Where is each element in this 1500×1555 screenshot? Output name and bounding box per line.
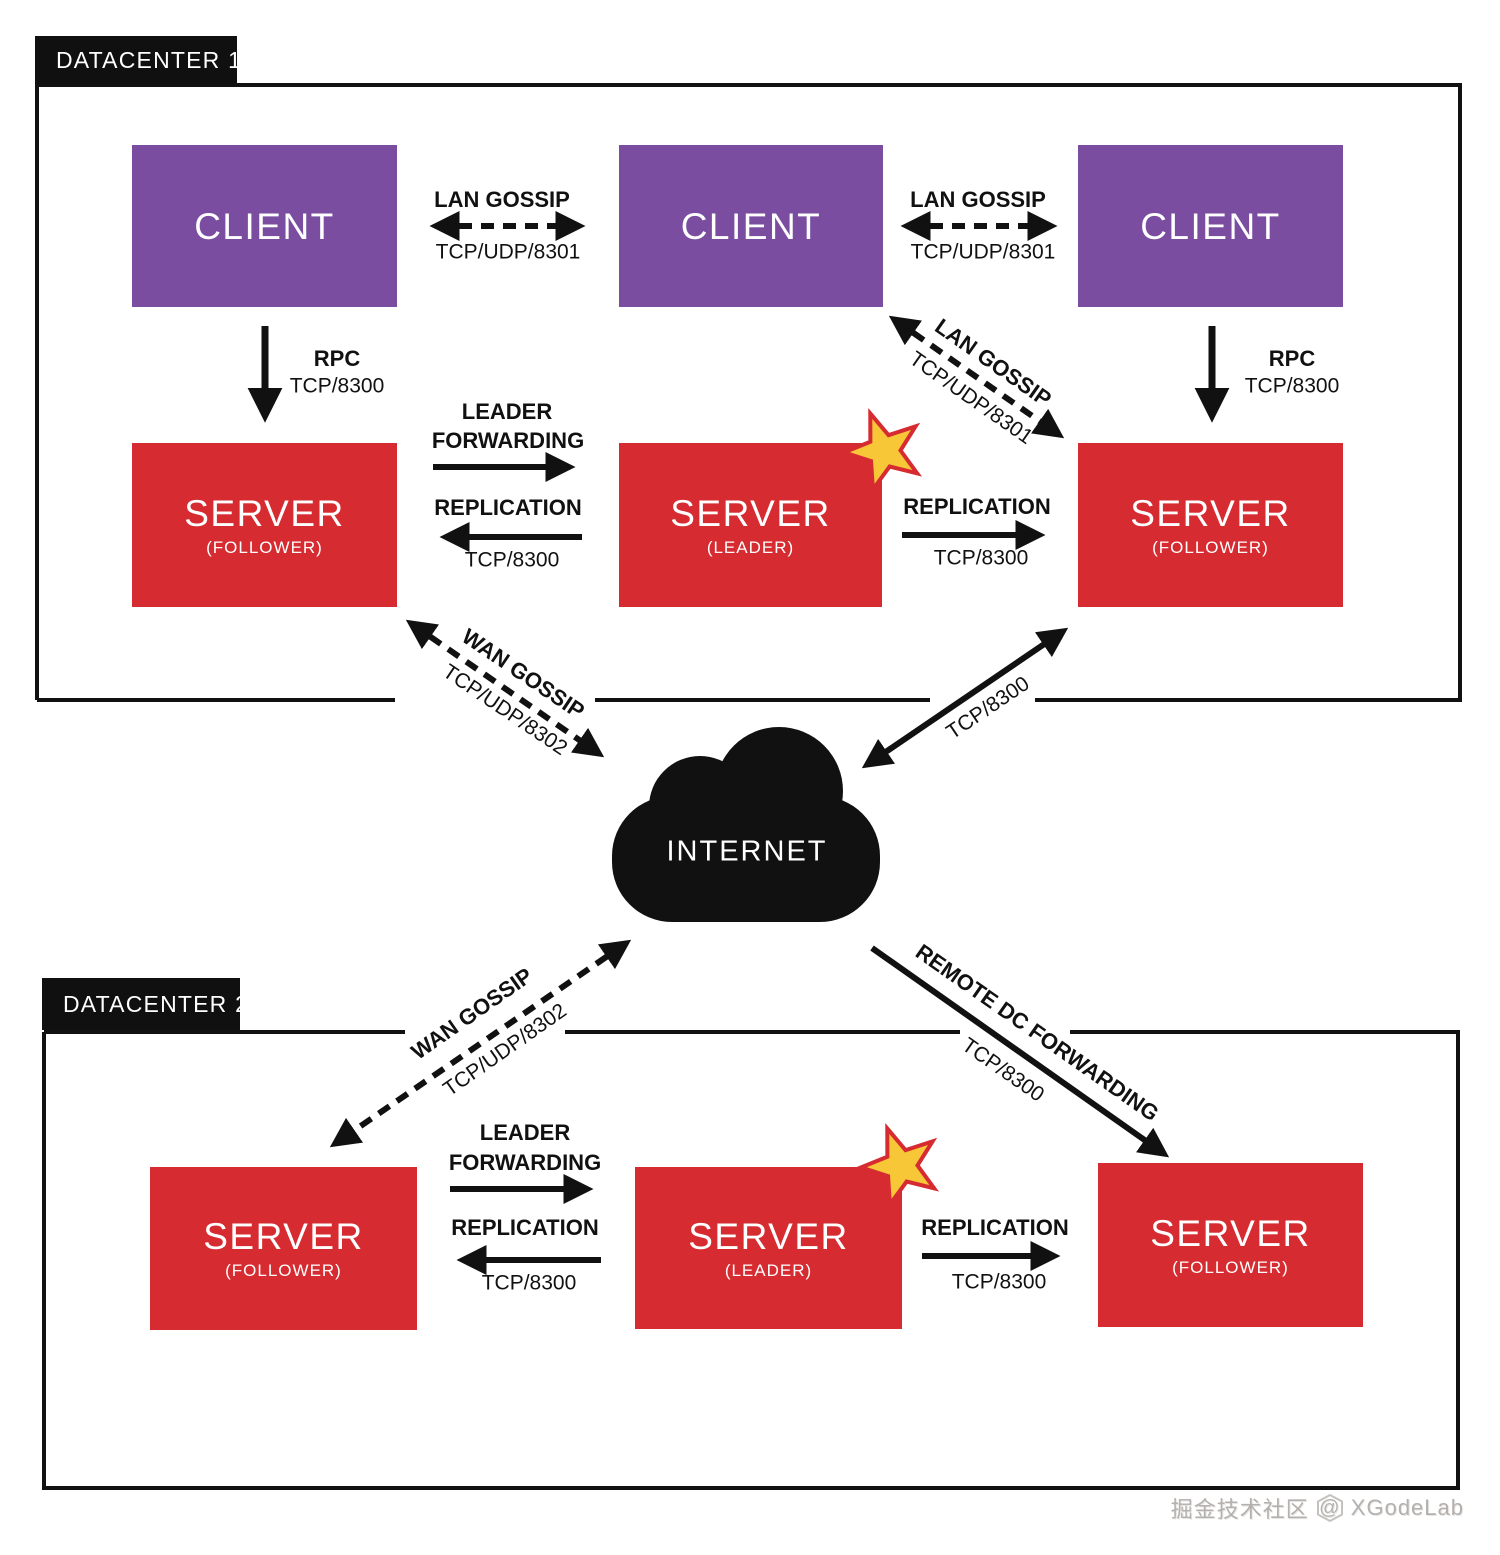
replication-west-dc1-title: REPLICATION [434, 495, 582, 520]
leader-forwarding-dc2-line2: FORWARDING [448, 1150, 602, 1175]
server-role: (FOLLOWER) [1172, 1257, 1289, 1277]
leader-forwarding-dc1-line2: FORWARDING [431, 428, 585, 453]
client-node-dc1-middle: CLIENT [619, 145, 883, 307]
datacenter1-tab: DATACENTER 1 [35, 36, 241, 85]
watermark-name: XGodeLab [1350, 1495, 1464, 1520]
hexagon-logo-icon: @ [1315, 1493, 1345, 1523]
leader-forwarding-dc2-line1: LEADER [479, 1120, 571, 1145]
replication-west-dc2-port: TCP/8300 [481, 1271, 577, 1295]
datacenter2-border [42, 1030, 1460, 1490]
replication-east-dc1-port: TCP/8300 [933, 546, 1029, 570]
leader-star-icon-dc2 [855, 1122, 940, 1211]
arrow-wan-gossip-dc1 [405, 619, 605, 758]
arrow-wan-gossip-dc2 [329, 939, 632, 1148]
lan-gossip-left-port: TCP/UDP/8301 [435, 240, 581, 264]
server-label: SERVER [670, 492, 831, 534]
replication-west-dc2-title: REPLICATION [451, 1215, 599, 1240]
client-label: CLIENT [680, 205, 822, 247]
client-label: CLIENT [1140, 205, 1281, 247]
rpc-left-port: TCP/8300 [289, 374, 385, 398]
leader-star-icon-dc1 [838, 407, 923, 496]
server-role: (FOLLOWER) [206, 537, 323, 557]
server-node-dc2-follower-left: SERVER (FOLLOWER) [150, 1167, 417, 1330]
arrow-remote-dc-forwarding [870, 945, 1170, 1158]
rpc-right-title: RPC [1268, 346, 1316, 371]
server-label: SERVER [184, 492, 345, 534]
server-role: (LEADER) [724, 1260, 813, 1280]
server-role: (FOLLOWER) [225, 1261, 342, 1280]
replication-east-dc2-title: REPLICATION [921, 1215, 1069, 1240]
server-node-dc2-follower-right: SERVER (FOLLOWER) [1098, 1163, 1363, 1327]
replication-east-dc1-title: REPLICATION [903, 494, 1051, 519]
replication-east-dc2-port: TCP/8300 [951, 1270, 1047, 1294]
server-role: (LEADER) [706, 537, 795, 557]
server-label: SERVER [203, 1216, 364, 1257]
leader-forwarding-dc1-line1: LEADER [461, 399, 553, 424]
datacenter2-label: DATACENTER 2 [63, 990, 250, 1017]
client-node-dc1-left: CLIENT [132, 145, 397, 307]
server-node-dc1-leader: SERVER (LEADER) [619, 443, 882, 607]
datacenter2-tab: DATACENTER 2 [42, 978, 248, 1030]
replication-west-dc1-port: TCP/8300 [464, 548, 560, 572]
server-label: SERVER [688, 1215, 849, 1257]
watermark-at: @ [1319, 1496, 1341, 1519]
lan-gossip-left-title: LAN GOSSIP [434, 187, 570, 212]
server-node-dc1-follower-left: SERVER (FOLLOWER) [132, 443, 397, 607]
server-node-dc1-follower-right: SERVER (FOLLOWER) [1078, 443, 1343, 607]
client-label: CLIENT [194, 205, 335, 247]
datacenter1-label: DATACENTER 1 [56, 47, 243, 73]
internet-label: INTERNET [666, 835, 828, 868]
server-role: (FOLLOWER) [1152, 537, 1269, 557]
watermark-prefix: 掘金技术社区 [1170, 1497, 1309, 1522]
arrow-internet-rpc [861, 627, 1069, 769]
server-node-dc2-leader: SERVER (LEADER) [635, 1167, 902, 1329]
lan-gossip-right-port: TCP/UDP/8301 [910, 240, 1056, 264]
rpc-left-title: RPC [313, 346, 361, 371]
rpc-right-port: TCP/8300 [1244, 374, 1340, 398]
internet-cloud-icon [612, 727, 880, 922]
watermark: 掘金技术社区 @ XGodeLab [1171, 1492, 1464, 1524]
lan-gossip-right-title: LAN GOSSIP [910, 187, 1046, 212]
server-label: SERVER [1150, 1212, 1311, 1254]
client-node-dc1-right: CLIENT [1078, 145, 1343, 307]
server-label: SERVER [1130, 492, 1291, 534]
arrow-lan-gossip-diagonal [888, 315, 1065, 439]
